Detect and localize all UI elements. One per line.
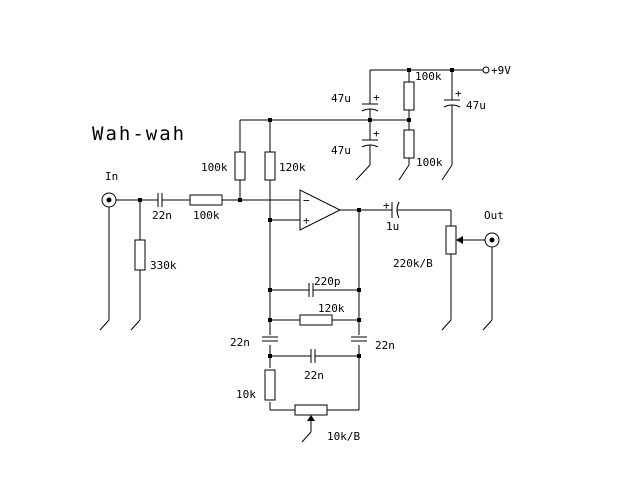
resistor-100k-bottom (403, 129, 415, 159)
svg-text:−: − (303, 194, 310, 207)
resistor-120k-bias-label: 120k (279, 161, 306, 174)
cap-47u-top-label: 47u (331, 92, 351, 105)
resistor-100k-top-label: 100k (415, 70, 442, 83)
resistor-10k (264, 369, 276, 401)
cap-220p-label: 220p (314, 275, 341, 288)
resistor-120k-feedback-label: 120k (318, 302, 345, 315)
cap-22n-right-label: 22n (375, 339, 395, 352)
resistor-10k-label: 10k (236, 388, 256, 401)
cap-47u-right-label: 47u (466, 99, 486, 112)
output-section: + 1u 220k/B Out (383, 199, 504, 331)
resistor-100k-bias-label: 100k (201, 161, 228, 174)
supply-terminal (482, 66, 490, 74)
diagram-title: Wah-wah (92, 123, 186, 145)
potentiometer-10k (294, 404, 328, 416)
svg-text:+: + (455, 87, 462, 100)
cap-1u-label: 1u (386, 220, 399, 233)
cap-22n-left-label: 22n (230, 336, 250, 349)
opamp-triangle (299, 189, 342, 231)
resistor-100k-input-label: 100k (193, 209, 220, 222)
resistor-120k-bias (264, 151, 276, 181)
svg-text:+: + (373, 127, 380, 140)
svg-text:+: + (373, 91, 380, 104)
resistor-100k-input (189, 194, 223, 206)
cap-47u-bottom-label: 47u (331, 144, 351, 157)
resistor-100k-top (403, 81, 415, 111)
potentiometer-220k (445, 225, 457, 255)
opamp: − + (299, 189, 392, 410)
feedback-network: 220p 120k 22n 22n 22n 10k 10k/ (230, 275, 395, 443)
power-supply-section: +9V + 47u + 47u 100k 100k + 47u (240, 64, 511, 181)
resistor-120k-feedback (299, 314, 333, 326)
supply-label: +9V (491, 64, 511, 77)
resistor-100k-bottom-label: 100k (416, 156, 443, 169)
input-section: In 330k 22n 100k 100k 120k (99, 120, 306, 410)
cap-22n-input-label: 22n (152, 209, 172, 222)
cap-22n-middle-label: 22n (304, 369, 324, 382)
resistor-330k (134, 239, 146, 271)
input-label: In (105, 170, 118, 183)
potentiometer-10k-label: 10k/B (327, 430, 360, 443)
svg-text:+: + (303, 214, 310, 227)
svg-text:+: + (383, 199, 390, 212)
resistor-100k-bias (234, 151, 246, 181)
potentiometer-220k-label: 220k/B (393, 257, 433, 270)
resistor-330k-label: 330k (150, 259, 177, 272)
output-label: Out (484, 209, 504, 222)
